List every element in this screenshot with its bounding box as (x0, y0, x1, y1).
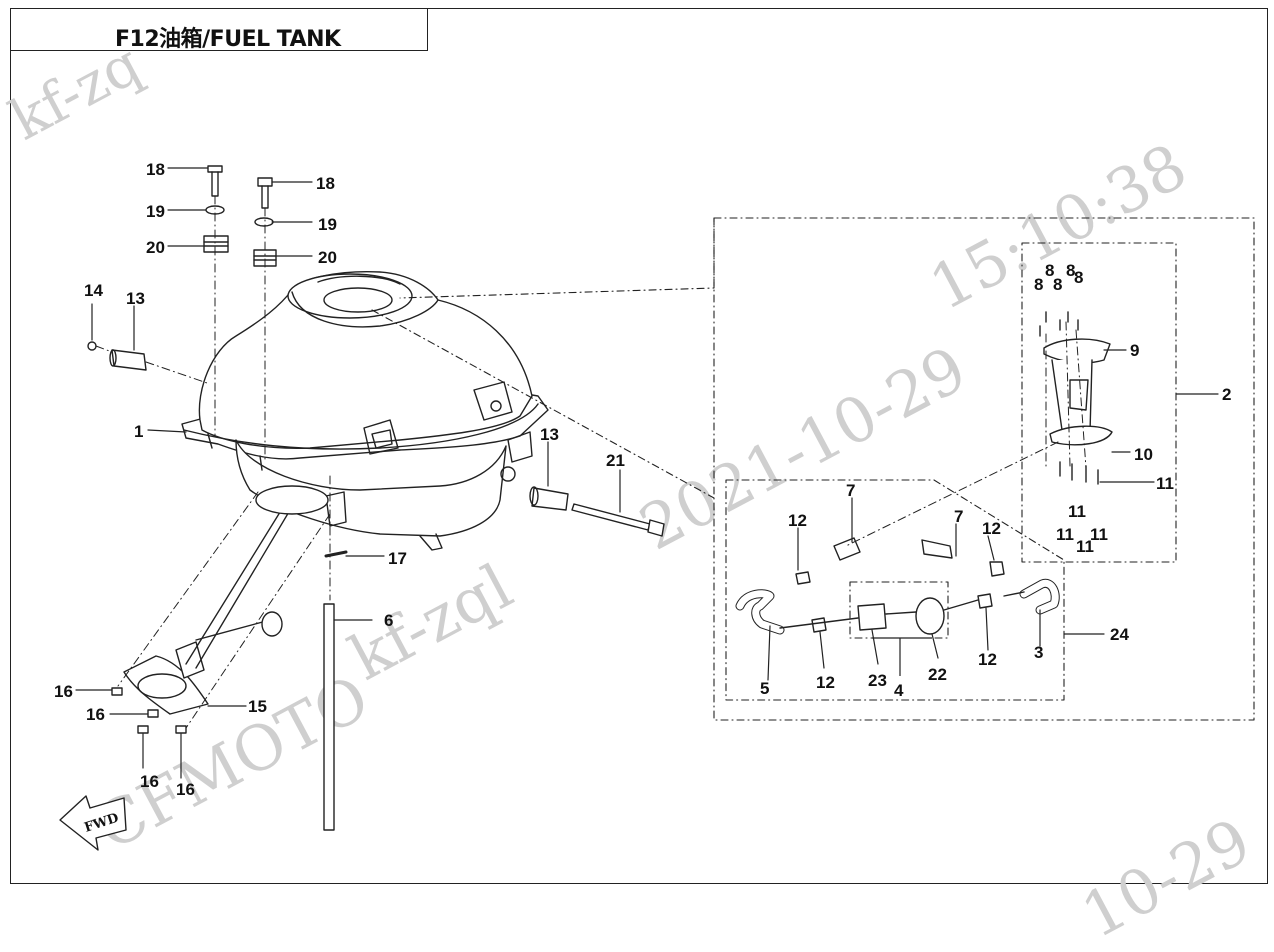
bolt-21 (571, 503, 665, 537)
callout-18: 18 (316, 174, 335, 193)
callout-9: 9 (1130, 341, 1139, 360)
bolt-18-right (257, 177, 273, 209)
grommet-20-right (253, 249, 277, 267)
callout-12: 12 (978, 650, 997, 669)
callout-12: 12 (788, 511, 807, 530)
exploded-parts-diagram: FWD 18 18 19 19 20 20 14 13 1 13 21 17 6… (54, 160, 1255, 851)
drawing-frame (10, 8, 1268, 884)
callout-24: 24 (1110, 625, 1129, 644)
washer-19-right (254, 217, 274, 227)
callout-10: 10 (1134, 445, 1153, 464)
callout-8: 8 (1045, 261, 1054, 280)
grommet-20-left (203, 235, 229, 253)
nut-16-d (175, 725, 187, 734)
detail-box-outer (713, 217, 1255, 721)
callout-2: 2 (1222, 385, 1231, 404)
callout-11: 11 (1156, 474, 1174, 493)
bolt-18-left (207, 165, 223, 197)
fuel-tank (181, 270, 549, 551)
callout-16: 16 (54, 682, 73, 701)
callout-15: 15 (248, 697, 267, 716)
callout-7: 7 (954, 507, 963, 526)
callout-19: 19 (146, 202, 165, 221)
callout-4: 4 (894, 681, 904, 700)
hose-detail (735, 537, 1060, 635)
sleeve-13-left (109, 349, 147, 371)
pump-flange (255, 485, 329, 515)
callout-8: 8 (1066, 261, 1075, 280)
detail-pointer (399, 217, 715, 299)
leader-lines (75, 167, 1219, 779)
callout-22: 22 (928, 665, 947, 684)
nut-16-a (111, 687, 123, 696)
callout-8: 8 (1053, 275, 1062, 294)
callout-5: 5 (760, 679, 769, 698)
callout-16: 16 (176, 780, 195, 799)
callout-3: 3 (1034, 643, 1043, 662)
fuel-pump-assembly-15 (123, 495, 297, 715)
callout-8: 8 (1074, 268, 1083, 287)
page-title: F12油箱/FUEL TANK (115, 27, 341, 52)
detail-pointer-2 (371, 309, 715, 499)
fwd-arrow-icon (59, 795, 127, 851)
callout-6: 6 (384, 611, 393, 630)
detail-box-pump (1021, 242, 1177, 563)
callout-20: 20 (318, 248, 337, 267)
title-box: F12油箱/FUEL TANK (10, 8, 428, 52)
pump-detail (1039, 311, 1113, 485)
callout-1: 1 (134, 422, 143, 441)
detail-box-filter (849, 581, 949, 639)
washer-14 (87, 341, 97, 351)
callout-16: 16 (140, 772, 159, 791)
callout-11: 11 (1068, 502, 1086, 521)
callout-13: 13 (540, 425, 559, 444)
bracket-4 (872, 637, 932, 676)
nut-16-b (147, 709, 159, 718)
sleeve-13-right (529, 486, 569, 511)
callout-13: 13 (126, 289, 145, 308)
callout-11: 11 (1090, 525, 1108, 544)
callout-7: 7 (846, 481, 855, 500)
callout-14: 14 (84, 281, 103, 300)
assembly-lines (95, 195, 1087, 729)
callout-11: 11 (1056, 525, 1074, 544)
callout-12: 12 (982, 519, 1001, 538)
callout-18: 18 (146, 160, 165, 179)
nut-16-c (137, 725, 149, 734)
callout-labels: 18 18 19 19 20 20 14 13 1 13 21 17 6 15 … (54, 160, 1231, 799)
callout-20: 20 (146, 238, 165, 257)
callout-19: 19 (318, 215, 337, 234)
callout-21: 21 (606, 451, 625, 470)
detail-box-hoses (725, 479, 1065, 701)
callout-8: 8 (1034, 275, 1043, 294)
callout-17: 17 (388, 549, 407, 568)
clip-17 (324, 550, 348, 558)
callout-23: 23 (868, 671, 887, 690)
callout-16: 16 (86, 705, 105, 724)
callout-11: 11 (1076, 537, 1094, 556)
callout-12: 12 (816, 673, 835, 692)
hose-6 (323, 603, 335, 831)
